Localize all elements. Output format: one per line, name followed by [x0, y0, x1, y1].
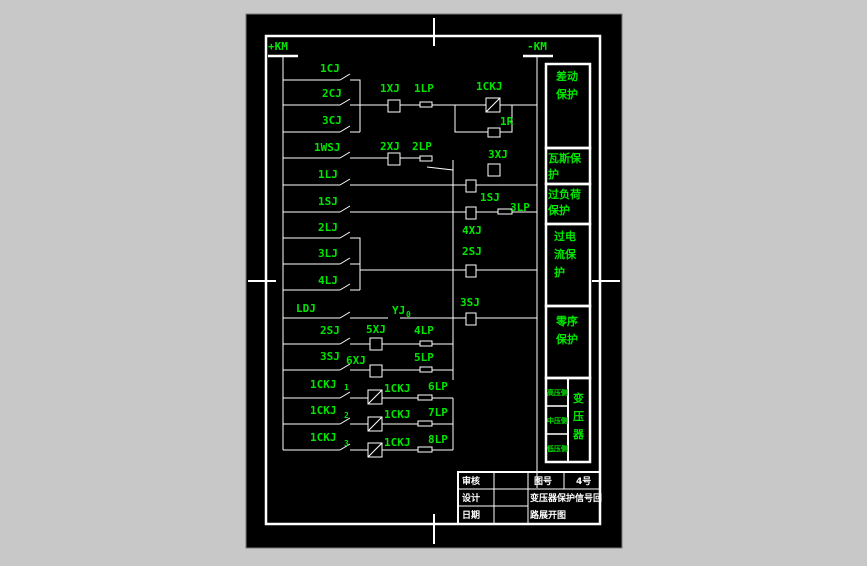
coil-label: 4XJ [462, 224, 482, 237]
contact-label: 1CKJ [310, 378, 337, 391]
transformer-row-label: 低压侧 [546, 444, 568, 453]
relay-diagonals [367, 97, 501, 458]
title-block-drawing-title: 路展开图 [530, 509, 566, 521]
title-block-date: 日期 [462, 509, 480, 521]
transformer-title: 变 [573, 391, 584, 405]
plate-label: 6LP [428, 380, 448, 393]
coil-label: 3SJ [460, 296, 480, 309]
transformer-title: 压 [573, 409, 584, 423]
relay-label: 1CKJ [384, 382, 411, 395]
relay-label: 1R [500, 115, 514, 128]
relay-label: 1CKJ [384, 408, 411, 421]
section-label: 差动 [556, 69, 578, 83]
contact-label: LDJ [296, 302, 316, 315]
plate-label: 8LP [428, 433, 448, 446]
contact-label: 4LJ [318, 274, 338, 287]
contact-label: 3LJ [318, 247, 338, 260]
contact-label: 1WSJ [314, 141, 341, 154]
coil-label: 1SJ [480, 191, 500, 204]
coil-label: 2SJ [462, 245, 482, 258]
title-block-drawing-no-label: 图号 [534, 476, 552, 487]
plate-symbols [417, 101, 513, 453]
section-label: 零序 [555, 314, 578, 328]
title-block-review: 审核 [462, 475, 480, 487]
transformer-row-label: 高压侧 [547, 388, 568, 397]
section-label: 护 [554, 265, 565, 279]
contact-label: 2SJ [320, 324, 340, 337]
relay-label: 1CKJ [384, 436, 411, 449]
section-label: 流保 [554, 247, 577, 261]
coil-label: YJ [392, 304, 405, 317]
section-label: 过电 [554, 229, 576, 243]
plate-label: 5LP [414, 351, 434, 364]
title-block-design: 设计 [462, 492, 480, 504]
transformer-title: 器 [572, 428, 585, 441]
section-label: 瓦斯保 [548, 151, 582, 165]
contact-label: 1SJ [318, 195, 338, 208]
contact-subscript: 2 [344, 411, 349, 420]
contact-label: 2CJ [322, 87, 342, 100]
wiring [282, 56, 538, 488]
contact-label: 3CJ [322, 114, 342, 127]
title-block-drawing-no: 4号 [576, 476, 591, 487]
contact-label: 2LJ [318, 221, 338, 234]
coil-label: 5XJ [366, 323, 386, 336]
title-block-drawing-title: 变压器保护信号回 [530, 492, 602, 504]
contact-label: 1CKJ [310, 404, 337, 417]
plate-label: 1LP [414, 82, 434, 95]
section-label: 保护 [555, 87, 578, 101]
contact-label: 1CJ [320, 62, 340, 75]
coil-label: 6XJ [346, 354, 366, 367]
contact-label: 1LJ [318, 168, 338, 181]
title-block [457, 471, 601, 525]
transformer-row-label: 中压侧 [547, 416, 568, 425]
section-label: 保护 [547, 203, 570, 217]
plate-label: 4LP [414, 324, 434, 337]
section-label: 过负荷 [548, 187, 581, 201]
contact-label: 3SJ [320, 350, 340, 363]
coil-label: 1XJ [380, 82, 400, 95]
contact-label: 1CKJ [310, 431, 337, 444]
coil-label: 2XJ [380, 140, 400, 153]
plate-label: 7LP [428, 406, 448, 419]
section-label: 保护 [555, 332, 578, 346]
relay-label: 1CKJ [476, 80, 503, 93]
drawing-sheet [245, 13, 623, 549]
contact-subscript: 1 [344, 383, 349, 392]
coil-subscript: 0 [406, 310, 411, 319]
contact-subscript: 3 [344, 439, 349, 448]
plate-label: 3LP [510, 201, 530, 214]
plus-bus-label: +KM [268, 40, 288, 53]
section-label: 护 [548, 167, 559, 181]
minus-bus-label: -KM [527, 40, 547, 53]
coil-label: 3XJ [488, 148, 508, 161]
plate-label: 2LP [412, 140, 432, 153]
protection-sections [544, 62, 592, 464]
